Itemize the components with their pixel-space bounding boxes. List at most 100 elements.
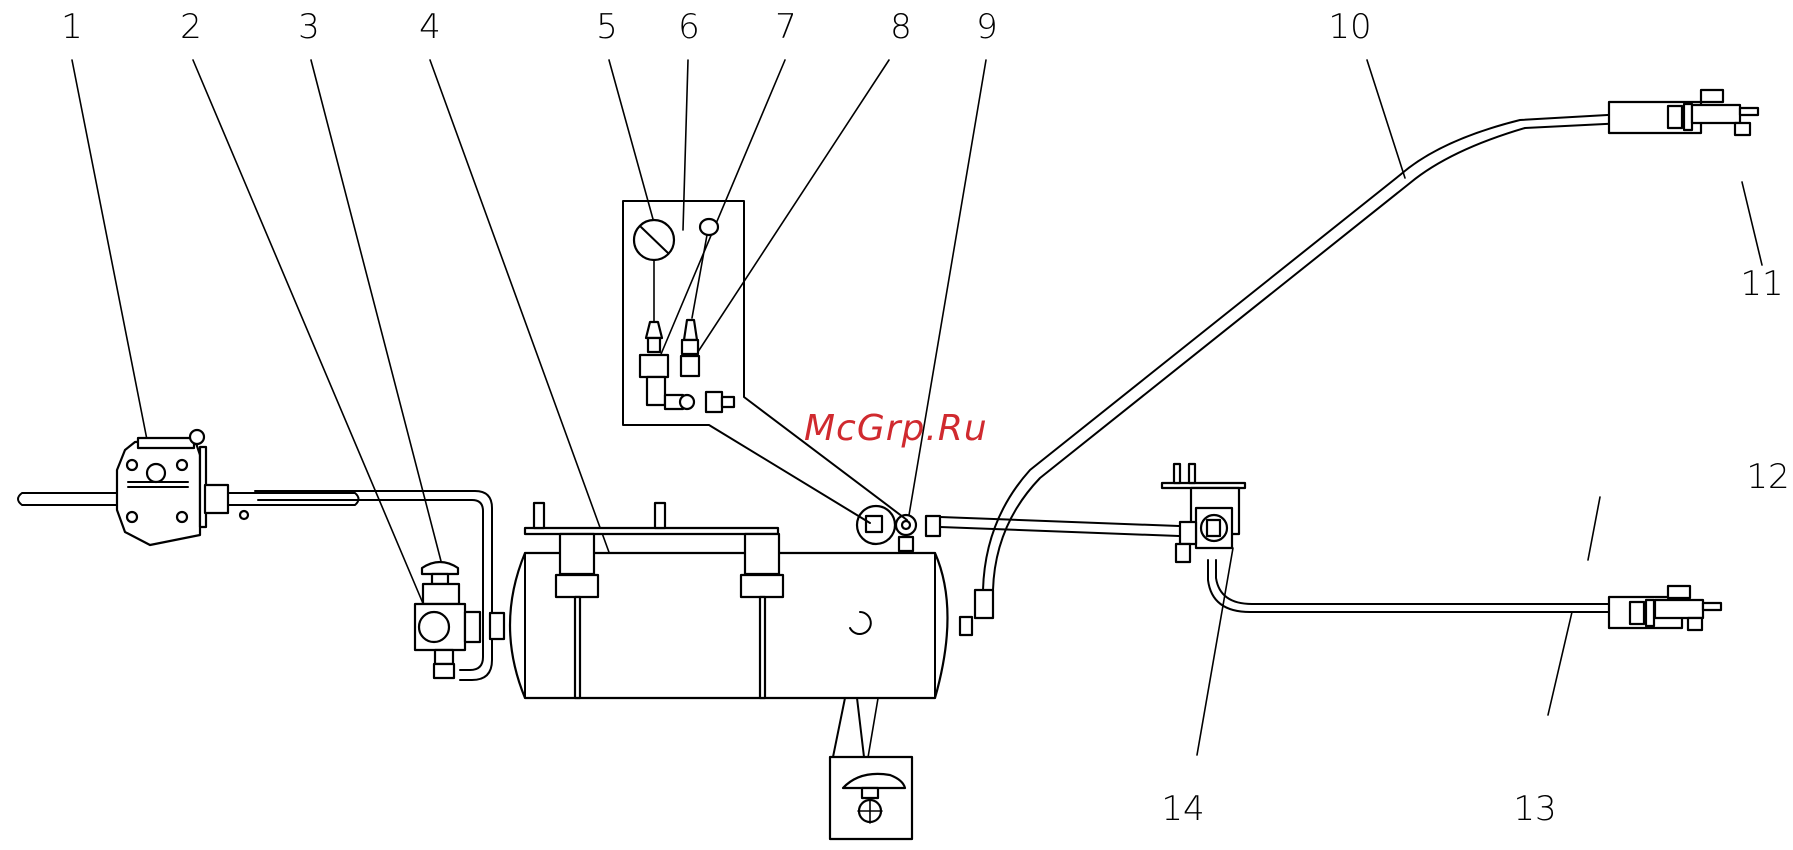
leader-line-11 xyxy=(1741,181,1763,266)
upper-coupling-body xyxy=(1690,103,1742,125)
brake-valve-bolt xyxy=(1172,462,1182,485)
pressure-sensor-nut xyxy=(646,336,662,354)
lower-coupling-body xyxy=(1653,598,1705,620)
regulator-diaphragm xyxy=(417,610,451,644)
compressor-bolt xyxy=(125,458,139,472)
compressor-fitting xyxy=(203,483,230,515)
callout-10: 10 xyxy=(1328,7,1371,47)
tank-outlet-elbow xyxy=(973,588,995,620)
upper-coupling-tab xyxy=(1738,106,1760,117)
lamp-wire xyxy=(691,234,708,319)
regulator-spring-housing xyxy=(430,572,450,586)
upper-air-line-pipe xyxy=(982,113,1626,591)
regulator-return-pipe-inner xyxy=(459,604,484,671)
tank-mount-bolt xyxy=(532,501,546,530)
watermark: McGrp.Ru xyxy=(804,408,988,449)
leader-line-5 xyxy=(608,59,657,231)
instrument-panel-inset xyxy=(622,200,908,524)
callout-12: 12 xyxy=(1746,457,1789,497)
drain-valve-inset xyxy=(828,697,914,841)
leader-line-1 xyxy=(71,59,151,456)
callout-13: 13 xyxy=(1513,789,1556,829)
leader-line-14 xyxy=(1196,547,1234,756)
brake-valve xyxy=(1160,462,1247,564)
leader-line-6 xyxy=(682,59,689,231)
upper-coupling-collar xyxy=(1682,102,1694,132)
tank-strap-bracket xyxy=(743,532,781,576)
brake-valve-bolt xyxy=(1187,462,1197,485)
lower-coupling-collar xyxy=(1644,598,1656,628)
drain-inset-pointer xyxy=(832,697,865,758)
leader-line-3 xyxy=(310,59,443,566)
tank-drain-port-mark xyxy=(849,611,872,635)
lower-coupling-nut xyxy=(1628,600,1646,626)
lower-coupling-tab xyxy=(1701,601,1723,612)
compressor-lift-eye xyxy=(188,428,206,446)
callout-3: 3 xyxy=(298,7,320,47)
tank-strap xyxy=(573,595,582,700)
compressor xyxy=(115,428,250,547)
leader-line-2 xyxy=(192,59,431,621)
brake-valve-outlet-nut xyxy=(1174,542,1192,564)
lower-air-line-pipe xyxy=(1207,559,1626,613)
upper-coupling-nut xyxy=(1666,104,1684,130)
panel-outline xyxy=(622,200,908,524)
leader-line-4 xyxy=(429,59,631,611)
callout-2: 2 xyxy=(180,7,202,47)
callout-1: 1 xyxy=(61,7,83,47)
callout-4: 4 xyxy=(419,7,441,47)
tank-strap-clamp xyxy=(739,573,785,599)
tee-port xyxy=(900,519,912,531)
lower-coupling-valve-cap xyxy=(1666,584,1692,600)
panel-elbow xyxy=(645,375,667,407)
compressor-discharge-pipe xyxy=(254,490,493,606)
upper-coupling-valve-cap xyxy=(1699,88,1725,104)
drain-valve-stem xyxy=(860,786,880,800)
tank-tee-fitting xyxy=(855,504,942,553)
leader-lines xyxy=(71,59,1763,788)
lower-coupling-head xyxy=(1607,584,1723,632)
regulator-drain-fitting xyxy=(433,648,455,666)
compressor-bolt xyxy=(125,510,139,524)
pressure-gauge-needle xyxy=(640,226,669,254)
compressor-intake-rod xyxy=(17,492,360,506)
callout-14: 14 xyxy=(1161,789,1204,829)
tank-to-brake-valve-pipe xyxy=(939,516,1206,528)
regulator-outlet-nut xyxy=(463,610,482,644)
compressor-bolt xyxy=(175,458,189,472)
lower-coupling-jaw xyxy=(1686,616,1704,632)
compressor-discharge-pipe-inner xyxy=(257,499,484,606)
pressure-regulator xyxy=(413,560,482,680)
callout-8: 8 xyxy=(890,7,912,47)
upper-air-line-pipe-2 xyxy=(992,122,1626,591)
compressor-port xyxy=(145,462,167,484)
panel-outlet-nut xyxy=(704,390,724,414)
tank-strap-bracket xyxy=(558,532,596,576)
tank-inlet-nut xyxy=(488,611,506,641)
compressor-clip xyxy=(238,509,250,521)
panel-outlet-stub xyxy=(720,395,736,409)
pressure-sensor-tip xyxy=(644,320,664,340)
regulator-upper-body xyxy=(421,582,461,606)
pressure-switch-tip xyxy=(682,318,699,342)
callout-7: 7 xyxy=(775,7,797,47)
callout-6: 6 xyxy=(678,7,700,47)
lower-air-line-pipe-2 xyxy=(1215,559,1626,605)
compressor-bolt xyxy=(175,510,189,524)
callout-numbers: 1 2 3 4 5 6 7 8 9 10 11 12 13 14 xyxy=(61,7,1789,829)
brake-valve-port-nut xyxy=(1205,518,1222,538)
leader-line-7 xyxy=(655,59,786,367)
warning-lamp xyxy=(698,217,720,237)
leader-line-8 xyxy=(689,59,890,365)
leader-line-12 xyxy=(1587,496,1601,561)
regulator-bottom-fitting xyxy=(432,662,456,680)
tank-strap-clamp xyxy=(554,573,600,599)
pressure-switch-nut xyxy=(680,338,700,356)
tank-mount-bolt xyxy=(653,501,667,530)
callout-9: 9 xyxy=(976,7,998,47)
pipes xyxy=(17,113,1626,681)
leader-line-13 xyxy=(1547,611,1573,716)
tank-strap xyxy=(758,595,767,700)
tee-base xyxy=(897,535,915,553)
